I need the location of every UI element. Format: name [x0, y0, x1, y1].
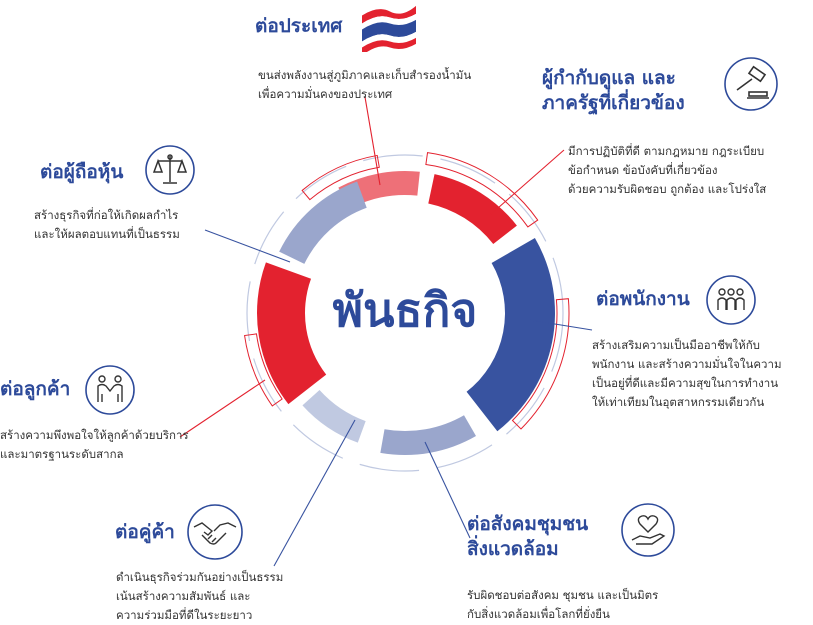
ring-outline-country — [301, 154, 380, 201]
connector-society — [424, 441, 471, 539]
ring-outline-regulator — [425, 152, 539, 228]
gavel-icon — [724, 57, 778, 111]
mission-center-label: พันธกิจ — [332, 283, 478, 337]
ring-outline-customer — [244, 333, 283, 407]
handshake-icon — [187, 504, 243, 560]
scale-icon — [145, 145, 195, 195]
shareholder-title: ต่อผู้ถือหุ้น — [40, 161, 124, 183]
ring-segment-partner — [302, 389, 366, 443]
connector-country — [364, 96, 381, 186]
ring-segment-shareholder — [279, 181, 367, 264]
society-description: รับผิดชอบต่อสังคม ชุมชน และเป็นมิตร กับส… — [467, 588, 659, 621]
ring-segment-employee — [466, 238, 555, 432]
employee-title: ต่อพนักงาน — [596, 288, 690, 310]
ring-segment-regulator — [428, 174, 517, 245]
ring-guide — [246, 154, 564, 472]
shareholder-description: สร้างธุรกิจที่ก่อให้เกิดผลกำไร และให้ผลต… — [34, 208, 180, 241]
country-title: ต่อประเทศ — [255, 15, 343, 37]
thai-flag-icon — [362, 5, 416, 52]
ring-segment-society — [380, 415, 476, 455]
society-title-line1: ต่อสังคมชุมชน — [467, 513, 589, 535]
connector-customer — [179, 379, 266, 438]
customer-title: ต่อลูกค้า — [0, 378, 71, 400]
customer-description: สร้างความพึงพอใจให้ลูกค้าด้วยบริการ และม… — [0, 428, 189, 461]
regulator-title-line1: ผู้กำกับดูแล และ — [542, 67, 676, 89]
society-block: ต่อสังคมชุมชน สิ่งแวดล้อม — [467, 512, 588, 562]
society-title-line2: สิ่งแวดล้อม — [467, 538, 559, 560]
connector-partner — [273, 419, 356, 567]
people-greeting-icon — [85, 365, 135, 415]
country-block: ต่อประเทศ — [255, 14, 342, 39]
regulator-title-line2: ภาครัฐที่เกี่ยวข้อง — [542, 92, 685, 114]
heart-hand-icon — [621, 503, 675, 557]
ring-outline-employee — [511, 298, 570, 430]
regulator-block: ผู้กำกับดูแล และ ภาครัฐที่เกี่ยวข้อง — [542, 66, 685, 116]
partner-description: ดำเนินธุรกิจร่วมกันอย่างเป็นธรรม เน้นสร้… — [116, 570, 284, 622]
team-icon — [706, 275, 756, 325]
employee-block: ต่อพนักงาน — [596, 287, 690, 312]
employee-description: สร้างเสริมความเป็นมืออาชีพให้กับ พนักงาน… — [592, 338, 782, 409]
regulator-description: มีการปฏิบัติที่ดี ตามกฎหมาย กฎระเบียบ ข้… — [568, 144, 767, 196]
partner-title: ต่อคู่ค้า — [115, 521, 175, 543]
ring-segment-customer — [256, 262, 327, 405]
connector-shareholder — [204, 229, 291, 263]
customer-block: ต่อลูกค้า — [0, 377, 70, 402]
partner-block: ต่อคู่ค้า — [115, 520, 175, 545]
connector-regulator — [489, 149, 565, 216]
connector-employee — [529, 319, 593, 331]
shareholder-block: ต่อผู้ถือหุ้น — [40, 160, 123, 185]
country-description: ขนส่งพลังงานสู่ภูมิภาคและเก็บสำรองน้ำมัน… — [258, 68, 472, 101]
